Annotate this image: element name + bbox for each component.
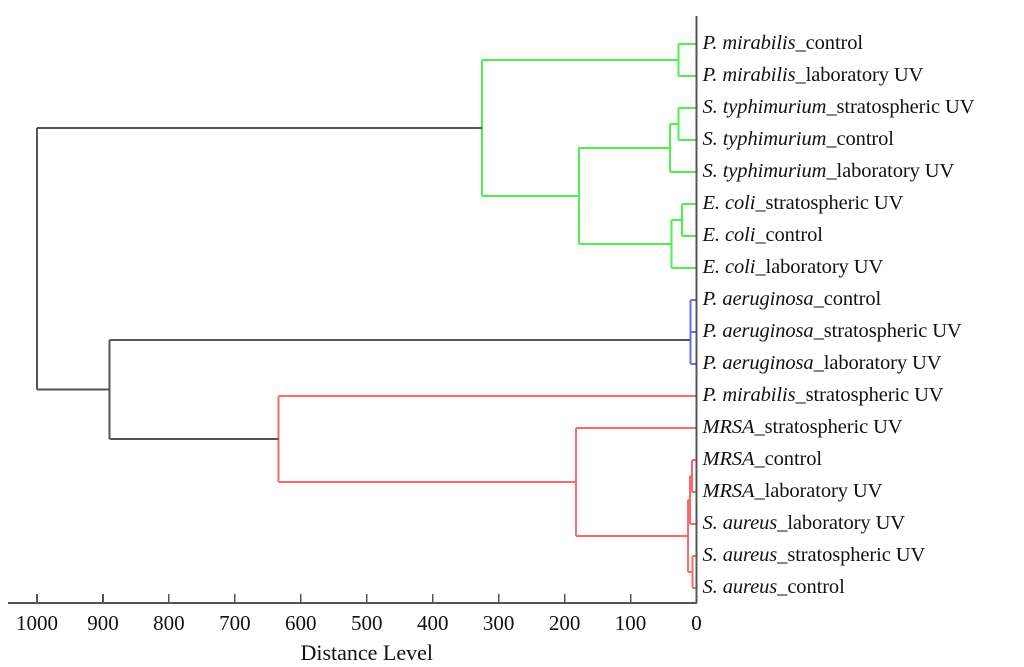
leaf-treatment: control: [787, 576, 845, 598]
leaf-treatment: control: [765, 224, 823, 246]
leaf-separator: _: [826, 128, 837, 150]
x-tick-label: 800: [153, 611, 185, 635]
leaf-treatment: control: [836, 128, 894, 150]
x-tick-label: 600: [285, 611, 317, 635]
leaf-separator: _: [755, 192, 766, 214]
leaf-taxon: E. coli: [702, 192, 756, 214]
leaf-separator: _: [754, 448, 765, 470]
leaf-label: P. mirabilis_laboratory UV: [703, 65, 924, 86]
leaf-taxon: E. coli: [702, 256, 756, 278]
leaf-treatment: stratospheric UV: [823, 320, 962, 342]
leaf-treatment: laboratory UV: [764, 480, 883, 502]
leaf-treatment: laboratory UV: [805, 64, 924, 86]
leaf-separator: _: [777, 544, 788, 566]
leaf-label: P. mirabilis_control: [703, 33, 864, 54]
leaf-label: P. aeruginosa_control: [703, 289, 882, 310]
leaf-separator: _: [795, 32, 806, 54]
leaf-label: MRSA_stratospheric UV: [703, 417, 903, 438]
leaf-separator: _: [826, 160, 837, 182]
leaf-treatment: laboratory UV: [836, 160, 955, 182]
leaf-taxon: P. mirabilis: [702, 32, 796, 54]
leaf-separator: _: [795, 384, 806, 406]
leaf-taxon: MRSA: [702, 480, 755, 502]
leaf-taxon: S. typhimurium: [702, 128, 827, 150]
leaf-label: E. coli_stratospheric UV: [703, 193, 904, 214]
dendrogram-links: [36, 43, 697, 589]
leaf-label: S. aureus_laboratory UV: [703, 513, 906, 534]
leaf-label: S. aureus_control: [703, 577, 845, 598]
leaf-label: MRSA_control: [703, 449, 823, 470]
leaf-label: P. mirabilis_stratospheric UV: [703, 385, 944, 406]
x-axis: [8, 16, 698, 604]
leaf-label: S. typhimurium_stratospheric UV: [703, 97, 975, 118]
leaf-label: E. coli_control: [703, 225, 823, 246]
leaf-separator: _: [754, 416, 765, 438]
leaf-separator: _: [826, 96, 837, 118]
leaf-separator: _: [795, 64, 806, 86]
leaf-treatment: stratospheric UV: [805, 384, 944, 406]
leaf-treatment: laboratory UV: [787, 512, 905, 534]
leaf-treatment: stratospheric UV: [764, 416, 903, 438]
leaf-label: MRSA_laboratory UV: [703, 481, 883, 502]
leaf-separator: _: [755, 224, 766, 246]
leaf-separator: _: [777, 576, 788, 598]
leaf-taxon: E. coli: [702, 224, 756, 246]
leaf-taxon: S. aureus: [702, 544, 778, 566]
x-tick-label: 300: [482, 611, 515, 635]
leaf-label: P. aeruginosa_stratospheric UV: [703, 321, 962, 342]
leaf-taxon: MRSA: [702, 416, 755, 438]
leaf-label: S. aureus_stratospheric UV: [703, 545, 926, 566]
leaf-taxon: P. mirabilis: [702, 384, 796, 406]
x-tick-label: 400: [416, 611, 449, 635]
leaf-separator: _: [813, 320, 824, 342]
leaf-treatment: stratospheric UV: [836, 96, 975, 118]
leaf-taxon: P. aeruginosa: [702, 288, 814, 310]
leaf-taxon: P. aeruginosa: [702, 352, 814, 374]
x-axis-title: Distance Level: [300, 640, 434, 665]
leaf-separator: _: [755, 256, 766, 278]
leaf-separator: _: [813, 352, 824, 374]
leaf-taxon: P. mirabilis: [702, 64, 796, 86]
leaf-taxon: MRSA: [702, 448, 755, 470]
leaf-taxon: P. aeruginosa: [702, 320, 814, 342]
leaf-label: S. typhimurium_control: [702, 128, 895, 150]
x-tick-label: 900: [87, 611, 119, 635]
x-tick-label: 100: [614, 611, 647, 635]
leaf-separator: _: [777, 512, 788, 534]
leaf-treatment: laboratory UV: [765, 256, 884, 278]
leaf-treatment: control: [823, 288, 882, 310]
leaf-treatment: control: [764, 448, 823, 470]
leaf-treatment: control: [805, 32, 864, 54]
x-tick-label: 0: [691, 611, 702, 635]
x-tick-label: 1000: [16, 611, 58, 635]
x-tick-label: 200: [548, 611, 581, 635]
leaf-treatment: laboratory UV: [823, 352, 942, 374]
leaf-taxon: S. typhimurium: [702, 160, 827, 182]
leaf-taxon: S. typhimurium: [702, 96, 827, 118]
leaf-separator: _: [813, 288, 824, 310]
x-tick-label: 500: [351, 611, 383, 635]
x-tick-label: 700: [219, 611, 251, 635]
leaf-taxon: S. aureus: [702, 576, 778, 598]
leaf-taxon: S. aureus: [702, 512, 778, 534]
leaf-treatment: stratospheric UV: [765, 192, 904, 214]
leaf-label: S. typhimurium_laboratory UV: [703, 161, 955, 182]
leaf-label: E. coli_laboratory UV: [703, 257, 884, 278]
leaf-treatment: stratospheric UV: [787, 544, 926, 566]
leaf-separator: _: [754, 480, 765, 502]
leaf-label: P. aeruginosa_laboratory UV: [703, 353, 942, 374]
